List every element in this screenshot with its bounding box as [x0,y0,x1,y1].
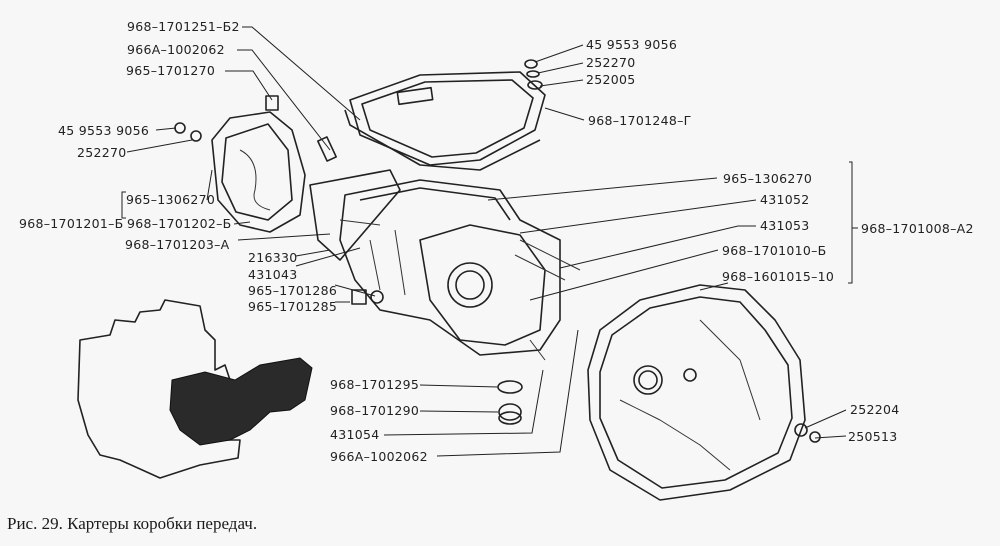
part-label: 968–1701008–А2 [861,221,974,236]
part-label: 45 9553 9056 [586,37,678,52]
part-label: 431043 [248,267,298,282]
part-label: 431053 [760,218,810,233]
leader-line [559,225,756,269]
leader-line [121,191,126,219]
leader-lines [121,26,858,457]
leader-line [534,44,584,63]
leader-line [419,384,499,388]
engine-gearbox-assembly-thumbnail [77,299,313,479]
part-label: 252270 [77,145,127,160]
leader-line [383,369,544,436]
leader-line [295,249,331,257]
leader-line [155,127,177,131]
leader-line [539,79,584,87]
leader-line [519,199,757,234]
leader-line [804,409,847,429]
part-label: 968–1701010–Б [722,243,827,258]
seal-parts [497,380,523,425]
part-label: 965–1306270 [126,192,216,207]
part-label: 965–1701270 [126,63,216,78]
part-label: 968–1701203–А [125,237,230,252]
leader-line [233,221,251,225]
leader-line [529,249,719,301]
part-label: 250513 [848,429,898,444]
left-nut-washer [174,122,202,142]
figure-caption: Рис. 29. Картеры коробки передач. [7,514,258,533]
leader-line [206,169,213,201]
clutch-bell-housing [587,284,821,501]
leader-line [237,49,331,151]
part-label: 431052 [760,192,810,207]
leader-line [242,26,361,121]
leader-line [848,161,853,284]
leader-line [436,329,579,457]
leader-line [237,233,331,241]
part-label: 216330 [248,250,298,265]
part-label: 45 9553 9056 [58,123,150,138]
part-label: 966А–1002062 [127,42,225,57]
part-label: 252204 [850,402,900,417]
part-label: 968–1701202–Б [127,216,232,231]
part-label: 968–1701251–Б2 [127,19,240,34]
leader-line [487,177,718,201]
leader-line [537,62,584,74]
leader-line [126,139,193,153]
part-label: 968–1701201–Б [19,216,124,231]
part-label: 965–1701285 [248,299,338,314]
part-label: 965–1701286 [248,283,338,298]
leader-line [295,247,361,267]
breather-cap-set [524,59,543,90]
top-cover-gasket [344,71,546,171]
part-label: 252270 [586,55,636,70]
leader-line [225,70,273,101]
part-label: 968–1601015–10 [722,269,835,284]
rear-cover-housing [211,95,337,233]
part-label: 431054 [330,427,380,442]
gearbox-main-housing [309,169,581,361]
part-label: 966А–1002062 [330,449,428,464]
part-label: 968–1701248–Г [588,113,692,128]
leader-line [419,410,499,413]
part-label: 968–1701295 [330,377,420,392]
part-label: 965–1306270 [723,171,813,186]
part-label: 968–1701290 [330,403,420,418]
part-label: 252005 [586,72,636,87]
leader-line [544,107,585,121]
